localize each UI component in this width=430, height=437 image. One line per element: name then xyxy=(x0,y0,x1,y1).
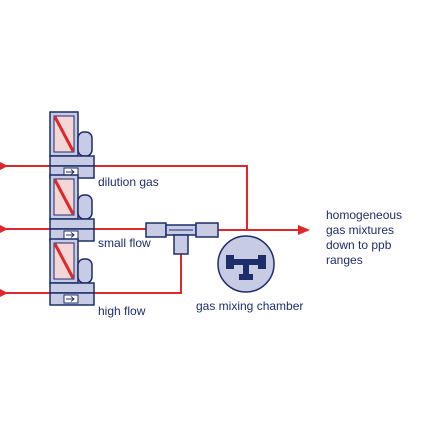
output-line-3: down to ppb ranges xyxy=(326,238,392,267)
small-inlet-arrow xyxy=(0,225,8,233)
gas-mixing-chamber-label: gas mixing chamber xyxy=(196,299,304,313)
high-flow-line xyxy=(0,254,182,294)
dilution-gas-label: dilution gas xyxy=(98,175,159,189)
dilution-inlet-arrow xyxy=(0,162,8,170)
flow-lines xyxy=(0,165,300,294)
high-flow-label: high flow xyxy=(98,304,146,318)
mfc-small xyxy=(48,173,96,243)
tee-fitting-icon xyxy=(226,255,266,280)
output-line-1: homogeneous xyxy=(326,208,403,222)
mfc-high xyxy=(48,237,96,307)
high-inlet-arrow xyxy=(0,289,8,297)
dilution-gas-line xyxy=(0,165,248,230)
mfc-dilution xyxy=(48,110,96,180)
output-line-2: gas mixtures xyxy=(326,223,395,237)
output-arrow xyxy=(298,225,310,235)
chamber-magnifier xyxy=(217,235,275,293)
inlet-arrows xyxy=(0,162,310,297)
mixing-tee xyxy=(145,222,219,255)
small-flow-label: small flow xyxy=(98,236,151,250)
output-description: homogeneous gas mixtures down to ppb ran… xyxy=(326,208,430,268)
